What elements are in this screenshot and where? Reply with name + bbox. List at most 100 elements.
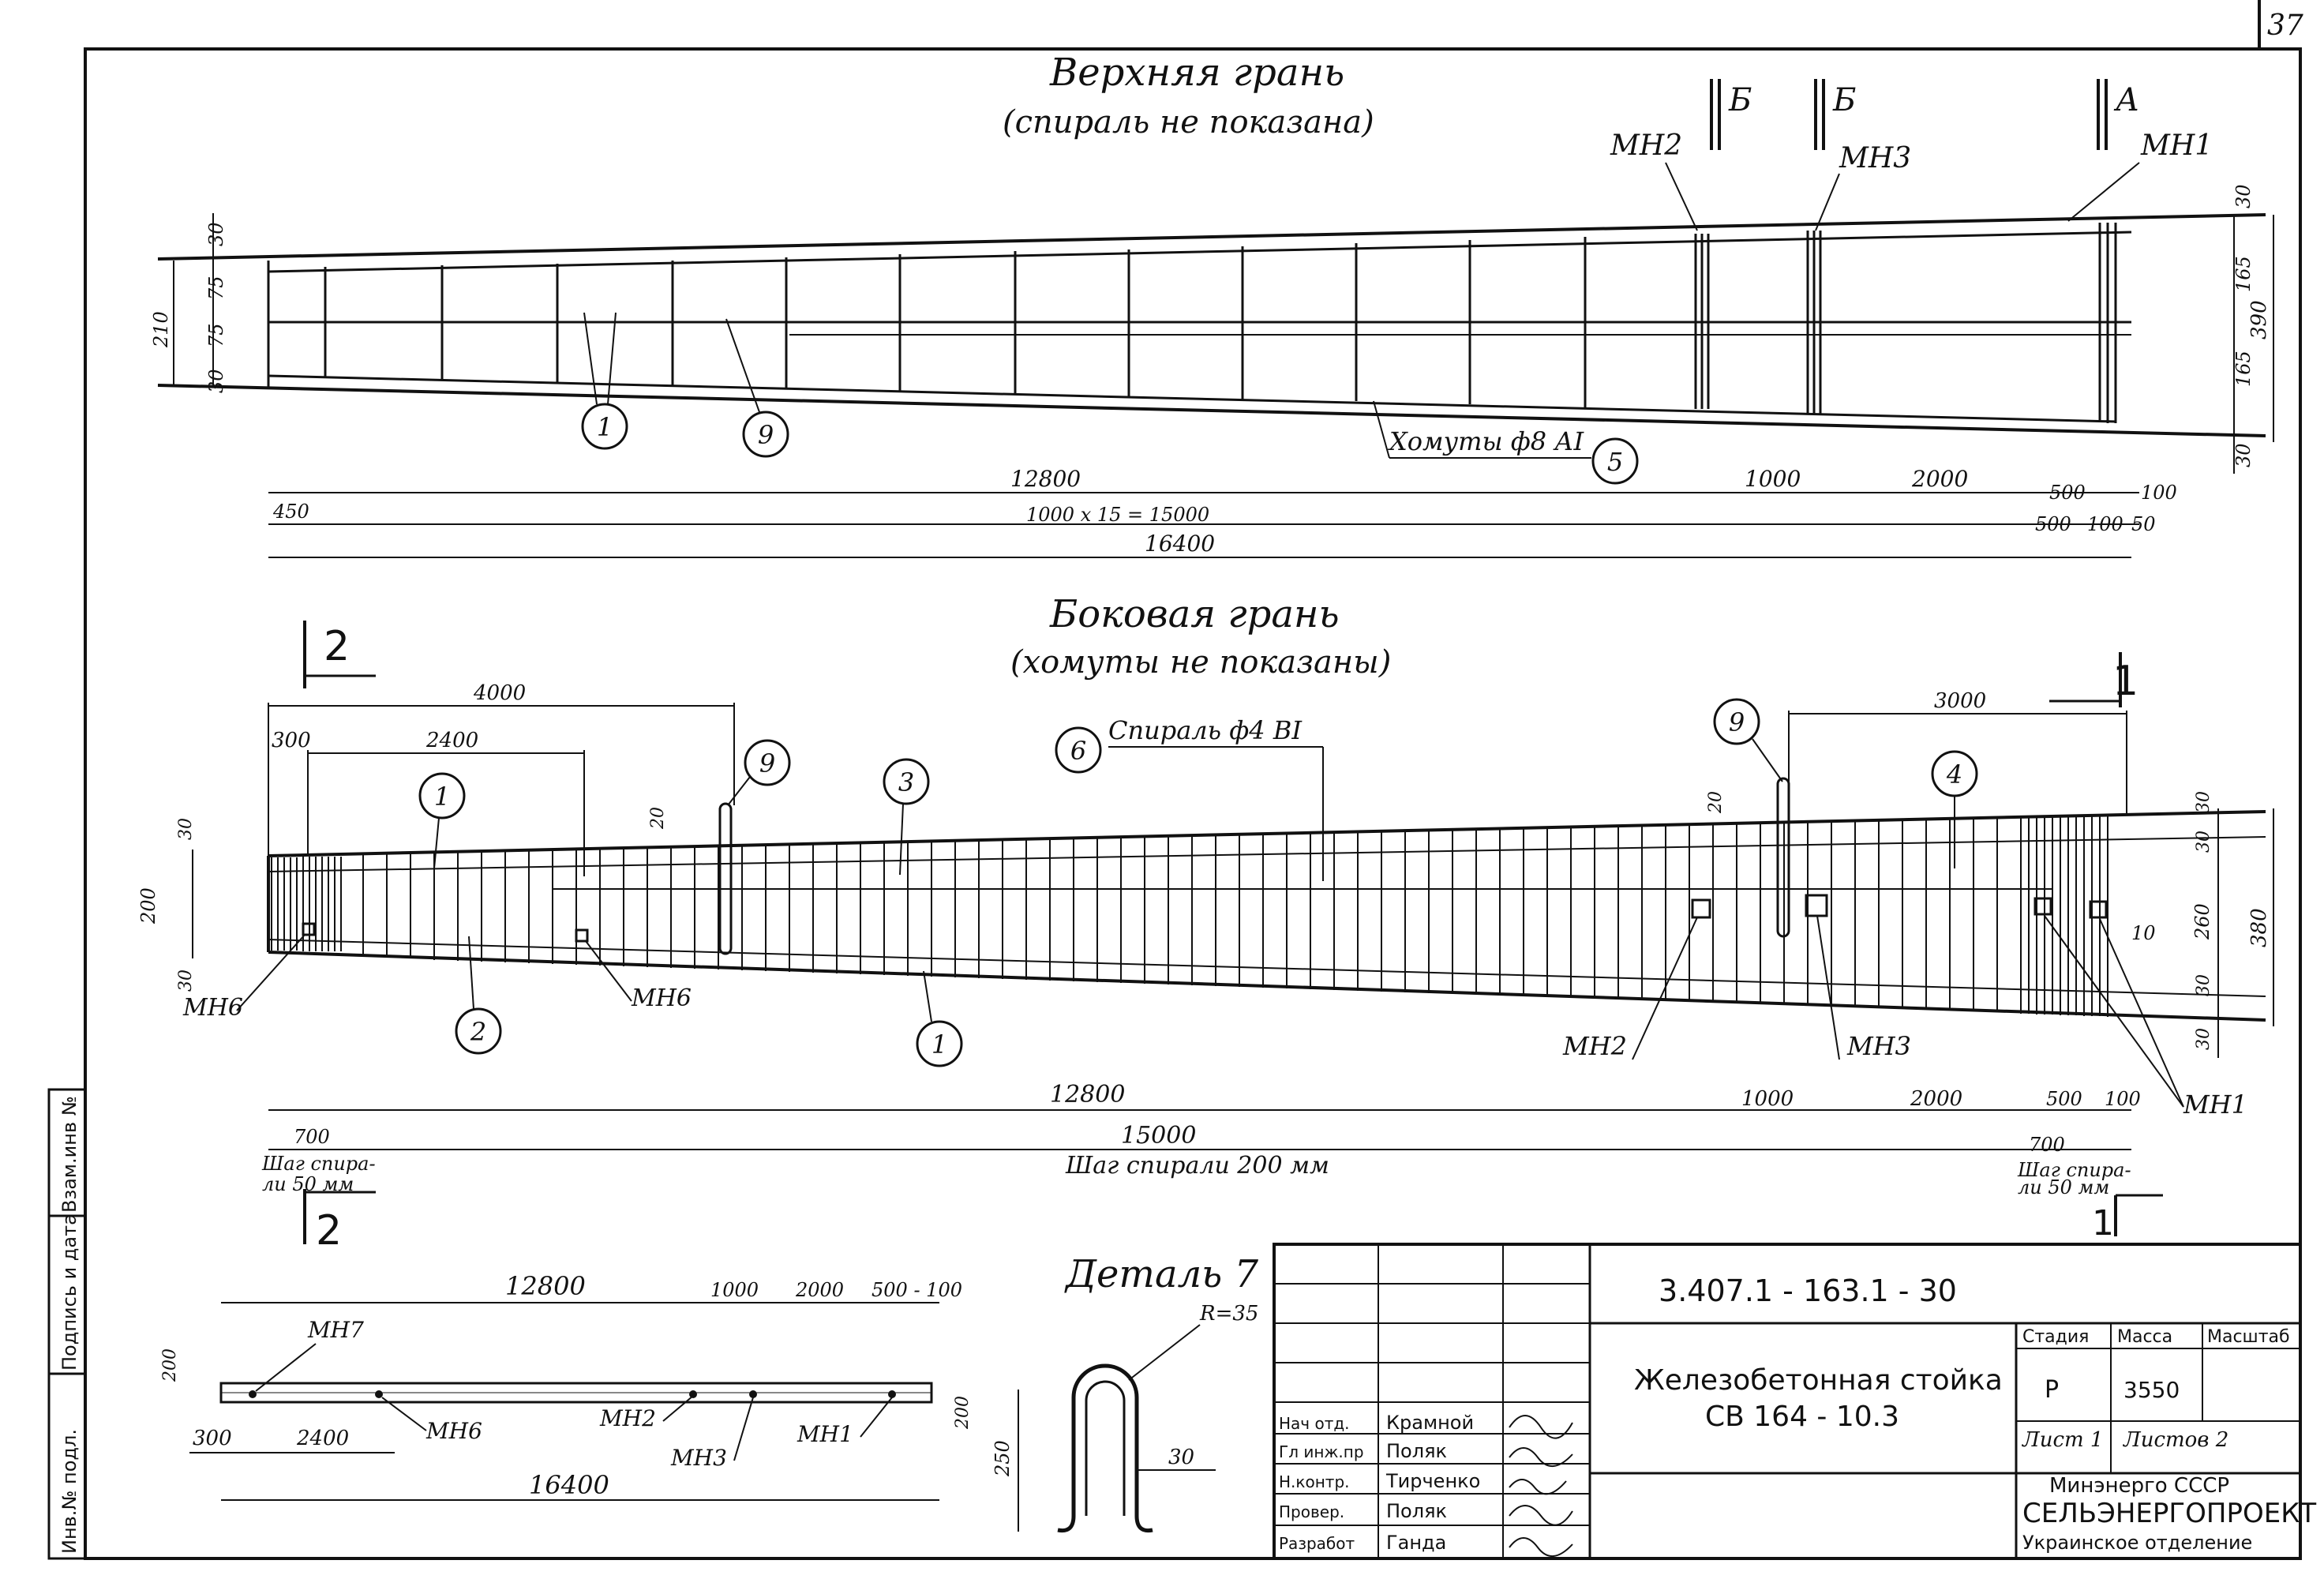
section-2-bottom: 2 — [316, 1207, 342, 1255]
top-dim-100: 100 — [2141, 482, 2177, 504]
name-1: Поляк — [1386, 1440, 1447, 1462]
side-dim-3000-text: 3000 — [1934, 689, 1986, 713]
org-ministry: Минэнерго СССР — [2049, 1474, 2229, 1498]
side-dim-right-30d: 30 — [2194, 1028, 2213, 1050]
plan-part-mn7: МН7 — [307, 1317, 364, 1343]
side-dim-right-380: 380 — [2247, 908, 2271, 947]
side-dim-right-30c: 30 — [2194, 974, 2213, 996]
top-callout-1-circle — [581, 403, 628, 450]
top-view: Верхняя грань (спираль не показана) — [150, 51, 2274, 558]
sheet-count: Листов 2 — [2122, 1428, 2228, 1452]
side-dim-right-260: 260 — [2191, 903, 2213, 940]
detail-loop — [1071, 1363, 1139, 1516]
section-2-top: 2 — [324, 623, 350, 670]
side-callout-1-top — [418, 772, 466, 820]
side-dim-10: 10 — [2131, 922, 2156, 944]
top-dim-left-30b: 30 — [205, 369, 227, 393]
side-callout-4-text: 4 — [1946, 759, 1962, 790]
lifting-loop-left — [718, 802, 733, 955]
signature-2 — [1509, 1479, 1567, 1495]
top-rebar-lower — [268, 374, 2116, 423]
lifting-loop-right — [1776, 777, 1790, 938]
outer-frame — [84, 47, 2302, 1560]
role-0: Нач отд. — [1279, 1414, 1350, 1433]
plan-dim-2400: 2400 — [296, 1427, 349, 1450]
col-scale: Масштаб — [2207, 1327, 2290, 1347]
top-stirrups — [324, 223, 2117, 423]
side-pitch-right-2: ли 50 мм — [2018, 1176, 2109, 1198]
section-mark-b2: Б — [1832, 82, 1856, 118]
side-dim-700a: 700 — [294, 1126, 330, 1148]
stage-value: Р — [2045, 1376, 2059, 1404]
section-mark-b1: Б — [1728, 82, 1752, 118]
side-dim-2400-text: 2400 — [425, 729, 478, 752]
embed-mn1a — [2034, 897, 2052, 916]
top-dim-right-390: 390 — [2247, 300, 2271, 339]
name-3: Поляк — [1386, 1500, 1447, 1522]
plan-part-mn2: МН2 — [599, 1405, 656, 1431]
side-callout-6 — [1055, 726, 1102, 774]
top-dim-50: 50 — [2131, 513, 2156, 535]
embed-mn2 — [1691, 898, 1711, 919]
top-callout-1: 1 — [597, 412, 613, 442]
side-dim-500: 500 — [2046, 1088, 2082, 1110]
side-dim-12800: 12800 — [1050, 1081, 1125, 1108]
stamp-signature-date: Подпись и дата — [58, 1213, 81, 1371]
section-mark-a: А — [2113, 82, 2139, 118]
top-dim-left-75b: 75 — [205, 323, 227, 347]
side-pitch-mid: Шаг спирали 200 мм — [1065, 1152, 1329, 1180]
side-callout-1-bottom-text: 1 — [931, 1030, 947, 1060]
side-rebar-lower — [268, 939, 2266, 997]
top-dim-2000: 2000 — [1911, 466, 1968, 492]
side-dim-left-200: 200 — [137, 887, 159, 925]
side-dim-300: 300 — [272, 729, 311, 752]
detail-7: Деталь 7 R=35 250 30 — [991, 1252, 1259, 1533]
name-2: Тирченко — [1385, 1470, 1480, 1492]
top-callout-5: 5 — [1607, 447, 1623, 477]
detail-radius: R=35 — [1199, 1302, 1258, 1326]
top-dim-left-30a: 30 — [205, 222, 227, 246]
side-pitch-right: Шаг спира- — [2017, 1159, 2131, 1181]
top-dim-15000: 1000 х 15 = 15000 — [1026, 504, 1209, 526]
margin-stamp: Инв.№ подл. Подпись и дата Взам.инв № — [47, 1088, 87, 1560]
title-block: 3.407.1 - 163.1 - 30 Железобетонная стой… — [1273, 1243, 2316, 1560]
side-view: Боковая грань (хомуты не показаны) 2 2 1… — [137, 592, 2274, 1255]
side-callout-9-right — [1713, 698, 1760, 745]
top-dim-right-30b: 30 — [2232, 443, 2255, 467]
doc-code: 3.407.1 - 163.1 - 30 — [1659, 1273, 1957, 1308]
side-spiral-dense-right — [2020, 816, 2108, 1017]
side-callout-1-bottom — [916, 1020, 963, 1067]
top-dim-right-165b: 165 — [2232, 351, 2255, 387]
mass-value: 3550 — [2123, 1377, 2180, 1403]
top-callout-9-circle — [742, 411, 789, 458]
plan-dim-12800: 12800 — [505, 1271, 586, 1301]
section-1-bottom: 1 — [2092, 1203, 2114, 1243]
product-name-2: СВ 164 - 10.3 — [1705, 1401, 1899, 1433]
top-dim-right-30a: 30 — [2232, 184, 2255, 208]
side-callout-2-text: 2 — [470, 1017, 486, 1047]
leader-mn2 — [1665, 162, 1698, 231]
side-dim-15000: 15000 — [1121, 1122, 1196, 1150]
side-dim-4000-text: 4000 — [473, 681, 526, 705]
top-callout-5-circle — [1591, 437, 1639, 485]
side-callout-3-text: 3 — [898, 767, 914, 797]
top-view-title: Верхняя грань — [1049, 51, 1344, 95]
side-dim-left-30a: 30 — [176, 818, 196, 840]
top-dim-500b: 500 — [2035, 513, 2071, 535]
col-mass: Масса — [2117, 1327, 2172, 1347]
side-dim-right-30a: 30 — [2194, 791, 2213, 813]
side-rebar-upper — [268, 836, 2266, 872]
sheet-number: 37 — [2267, 9, 2303, 42]
side-part-mn2: МН2 — [1562, 1031, 1627, 1061]
embed-mn6-left — [302, 922, 316, 936]
side-part-mn6-left: МН6 — [182, 994, 243, 1022]
embed-mn1b — [2089, 900, 2108, 919]
role-1: Гл инж.пр — [1279, 1442, 1364, 1461]
signature-4 — [1509, 1537, 1573, 1557]
embed-mn6-mid — [575, 928, 589, 943]
plan-dim-500-100: 500 - 100 — [872, 1279, 962, 1301]
leader-mn3 — [1815, 173, 1840, 231]
plan-dim-300: 300 — [193, 1427, 232, 1450]
side-outline-lower — [268, 951, 2266, 1022]
